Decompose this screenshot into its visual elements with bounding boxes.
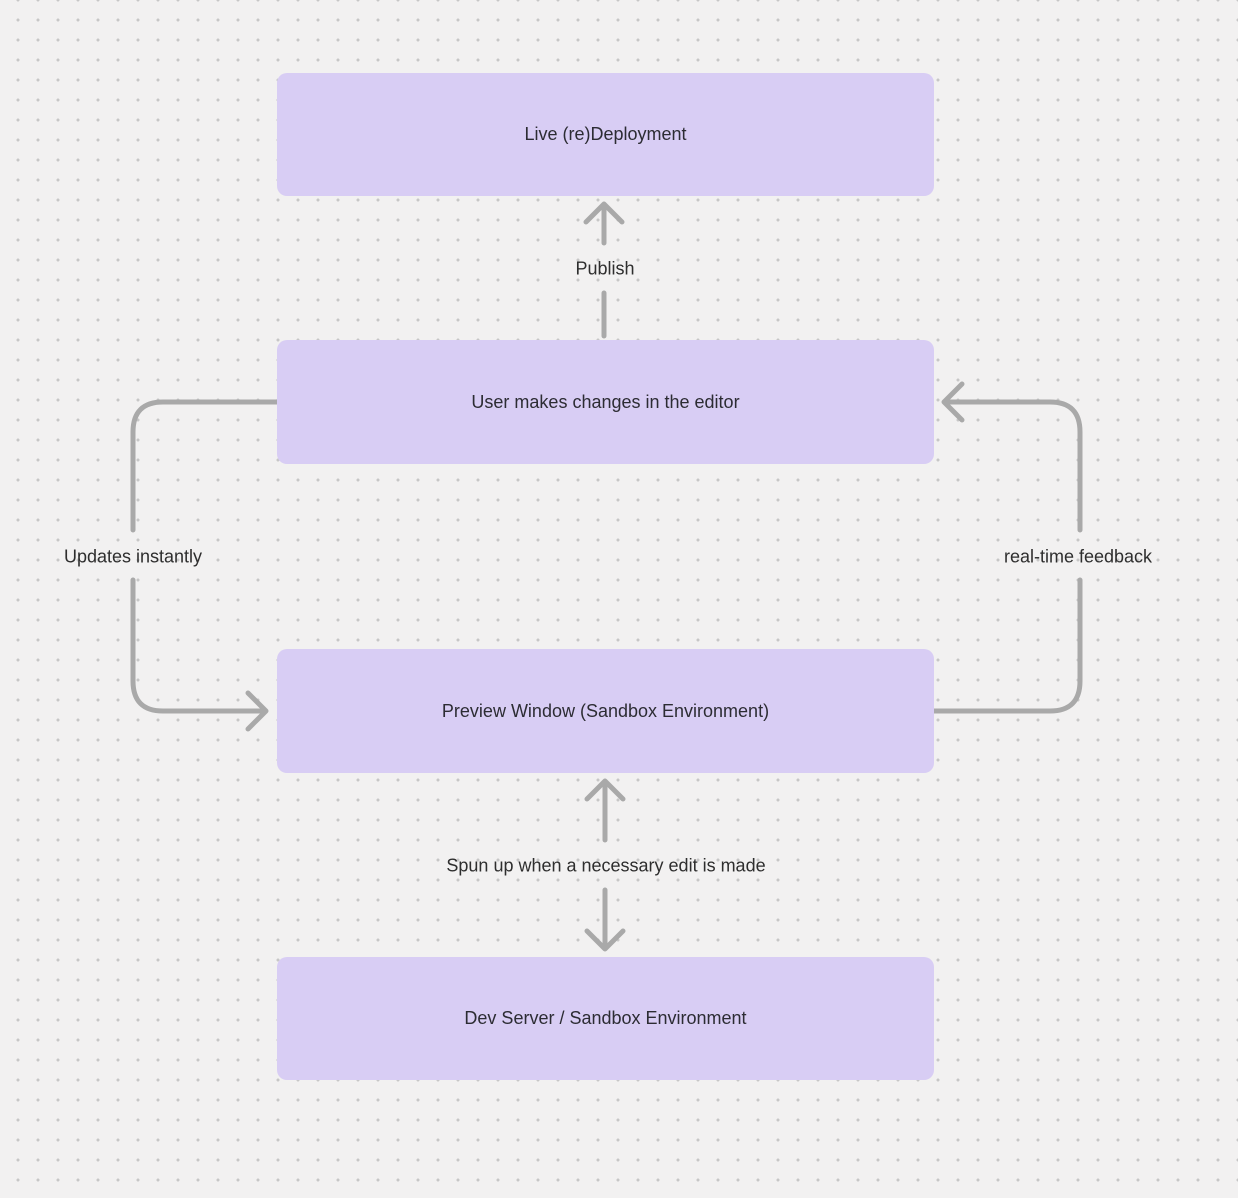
edge-feedback-lower	[931, 577, 1083, 714]
edge-feedback-arrowhead	[941, 381, 965, 423]
node-live-redeployment[interactable]: Live (re)Deployment	[277, 73, 934, 196]
edge-label-updates-instantly: Updates instantly	[63, 546, 203, 567]
node-dev-server-label: Dev Server / Sandbox Environment	[464, 1008, 747, 1028]
node-dev-server[interactable]: Dev Server / Sandbox Environment	[277, 957, 934, 1080]
edge-spunup-arrowhead-up	[584, 778, 626, 802]
edge-updates-lower	[130, 577, 265, 714]
node-user-edits[interactable]: User makes changes in the editor	[277, 340, 934, 464]
edge-label-spun-up: Spun up when a necessary edit is made	[446, 855, 766, 876]
edge-updates-arrowhead	[245, 690, 269, 732]
edge-feedback-upper	[943, 399, 1083, 533]
node-preview-window[interactable]: Preview Window (Sandbox Environment)	[277, 649, 934, 773]
node-live-redeployment-label: Live (re)Deployment	[524, 124, 687, 144]
node-user-edits-label: User makes changes in the editor	[471, 391, 740, 412]
node-preview-window-label: Preview Window (Sandbox Environment)	[441, 700, 770, 721]
edge-label-realtime-feedback: real-time feedback	[1003, 546, 1153, 567]
edge-label-publish: Publish	[575, 258, 635, 279]
edge-updates-upper	[130, 399, 280, 533]
edge-publish-arrowhead	[583, 201, 625, 225]
edge-spunup-arrowhead-down	[584, 928, 626, 952]
